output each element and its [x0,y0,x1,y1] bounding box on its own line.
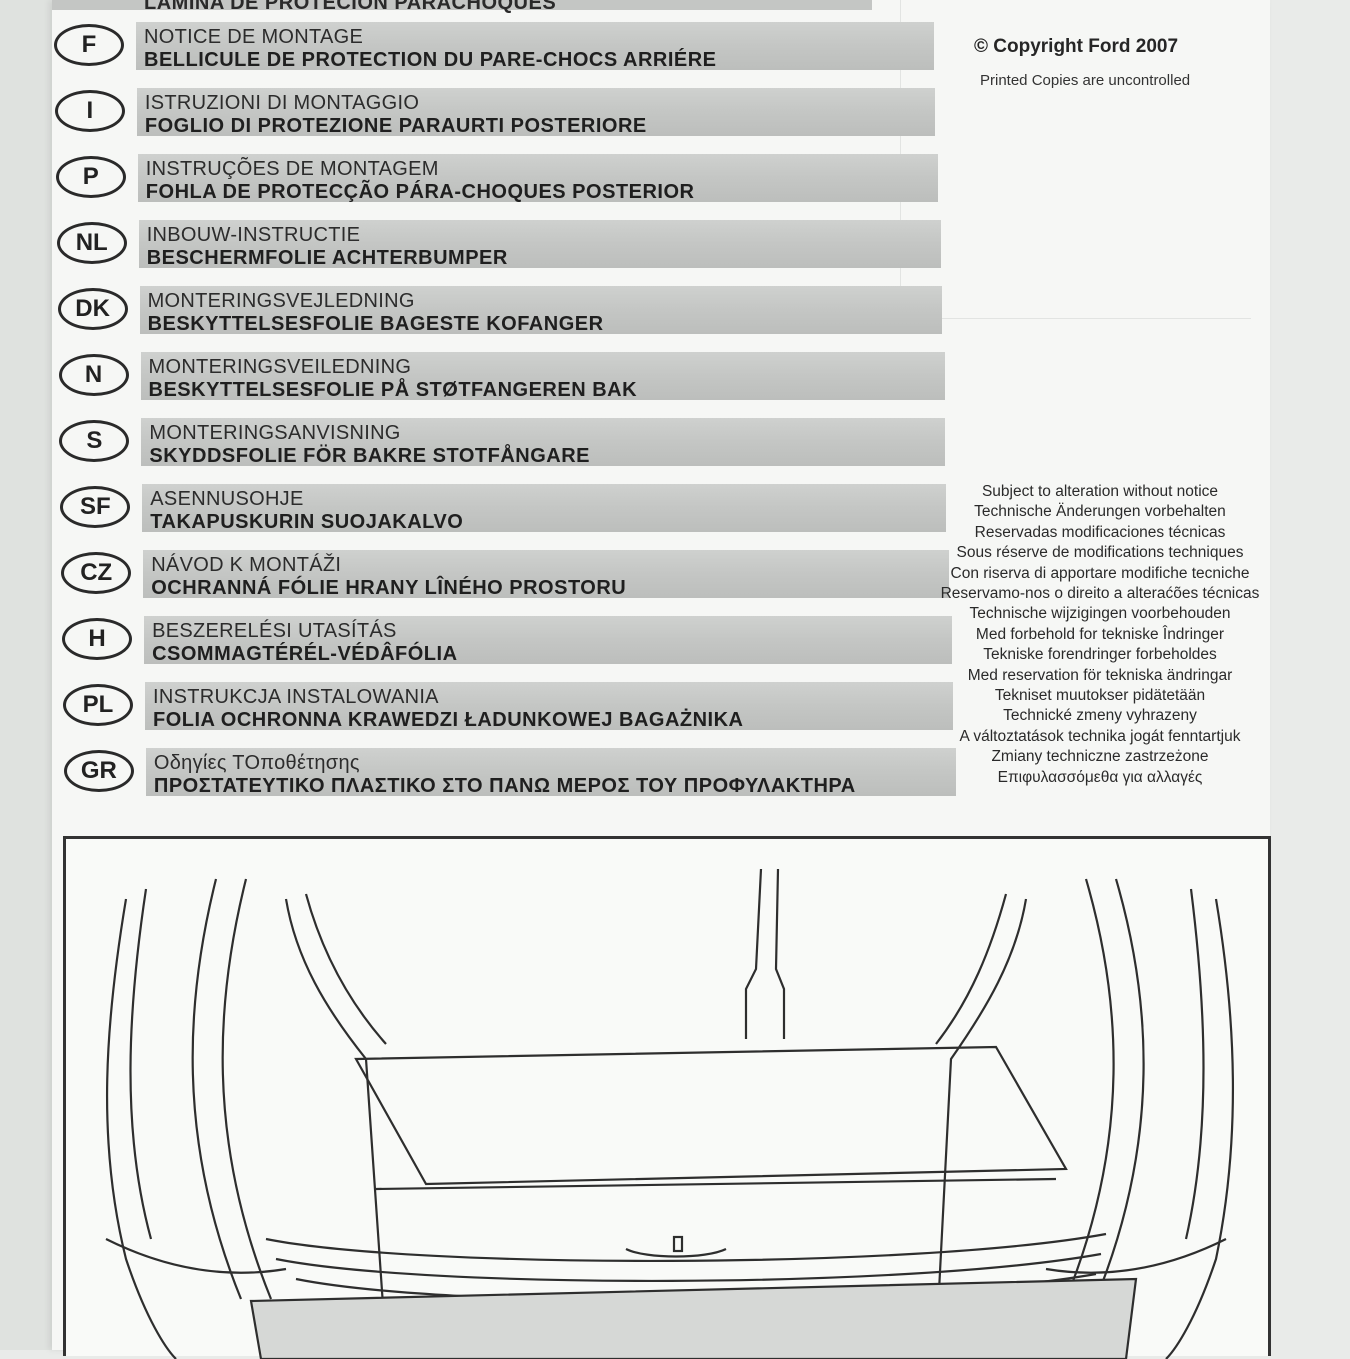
alteration-notice-item: Technische Änderungen vorbehalten [974,503,1226,521]
language-code-badge: F [54,24,124,66]
language-code-badge: H [62,618,133,660]
language-subtitle: BESCHERMFOLIE ACHTERBUMPER [146,247,508,269]
language-code-badge: PL [63,684,133,726]
language-code-badge: P [55,156,126,198]
language-band [137,154,938,202]
language-title: Οδηγίες ΤΟποθέτησης [153,752,360,774]
language-code-badge: N [58,354,129,396]
language-band [142,484,947,532]
language-band [145,748,956,796]
language-title: ASENNUSOHJE [150,488,304,510]
alteration-notice-item: Subject to alteration without notice [981,483,1219,500]
alteration-notice-item: Zmiany techniczne zastrzeżone [991,748,1209,766]
alteration-notice-item: Reservamo-nos o direito a alteraćões téc… [940,585,1260,603]
language-subtitle: FOHLA DE PROTECÇÃO PÁRA-CHOQUES POSTERIO… [145,181,695,203]
left-margin-strip [0,0,52,1350]
printed-copies-note: Printed Copies are uncontrolled [980,72,1191,89]
alteration-notice-item: Tekniset muutokser pidätetään [994,687,1206,705]
language-title: MONTERINGSANVISNING [149,422,401,444]
language-band [141,418,946,466]
language-title: NÁVOD K MONTÁŽI [151,554,342,576]
language-band [136,88,935,136]
language-code-badge: GR [63,750,134,792]
language-subtitle: OCHRANNÁ FÓLIE HRANY LÎNÉHO PROSTORU [151,577,627,599]
alteration-notice-item: A változtatások technika jogát fenntartj… [959,727,1241,745]
alteration-notice-item: Reservadas modificaciones técnicas [974,523,1226,541]
language-band [140,352,945,400]
alteration-notice-item: Sous réserve de modifications techniques [956,544,1244,562]
language-code-badge: DK [57,288,128,330]
alteration-notice-item: Technické zmeny vyhrazeny [1003,707,1197,725]
language-title: INSTRUÇÕES DE MONTAGEM [145,158,439,180]
alteration-notice-item: Med forbehold for tekniske Îndringer [975,625,1225,643]
language-code-badge: S [59,420,130,462]
vehicle-drawing-frame [63,836,1271,1359]
language-subtitle: ΠΡΟΣΤΑΤΕΥΤΙΚΟ ΠΛΑΣΤΙΚΟ ΣΤΟ ΠΑΝΩ ΜΕΡΟΣ ΤΟ… [153,775,856,797]
language-subtitle: BESKYTTELSESFOLIE PÅ STØTFANGEREN BAK [148,379,638,401]
language-subtitle: FOGLIO DI PROTEZIONE PARAURTI POSTERIORE [144,115,647,137]
language-band [145,682,953,730]
language-subtitle: TAKAPUSKURIN SUOJAKALVO [150,511,464,533]
language-title: INBOUW-INSTRUCTIE [146,224,361,246]
language-band [136,22,934,70]
language-band [143,550,950,598]
language-title: NOTICE DE MONTAGE [144,26,364,48]
language-title: ISTRUZIONI DI MONTAGGIO [144,92,420,114]
language-subtitle: FOLIA OCHRONNA KRAWEDZI ŁADUNKOWEJ BAGAŻ… [153,709,744,731]
rear-bumper-illustration [105,868,1234,1359]
language-subtitle: BESKYTTELSESFOLIE BAGESTE KOFANGER [147,313,604,335]
language-band [139,286,942,334]
alteration-notice-item: Tekniske forendringer forbeholdes [983,646,1217,664]
language-title: MONTERINGSVEILEDNING [148,356,412,378]
copyright-text: © Copyright Ford 2007 [974,36,1179,57]
language-title: BESZERELÉSI UTASÍTÁS [152,620,397,642]
alteration-notice-item: Med reservation för tekniska ändringar [967,666,1233,684]
language-band [138,220,941,268]
alteration-notice-item: Επιφυλασσόμεθα για αλλαγές [997,768,1203,786]
alteration-notice-item: Technische wijzigingen voorbehouden [969,605,1231,623]
header-band-partial [52,0,872,10]
language-title: INSTRUKCJA INSTALOWANIA [153,686,439,708]
language-subtitle: SKYDDSFOLIE FÖR BAKRE STOTFÅNGARE [149,445,590,467]
language-subtitle: BELLICULE DE PROTECTION DU PARE-CHOCS AR… [144,49,717,71]
language-title: MONTERINGSVEJLEDNING [147,290,415,312]
language-code-badge: CZ [61,552,132,594]
language-code-badge: NL [56,222,127,264]
language-subtitle: CSOMMAGTÉRÉL-VÉDÂFÓLIA [152,643,458,665]
language-code-badge: I [54,90,125,132]
language-code-badge: SF [60,486,131,528]
header-partial-text: LÁMINA DE PROTECIÓN PARACHOQUES [144,0,557,14]
alteration-notice-item: Con riserva di apportare modifiche tecni… [950,564,1250,582]
language-band [144,616,953,664]
